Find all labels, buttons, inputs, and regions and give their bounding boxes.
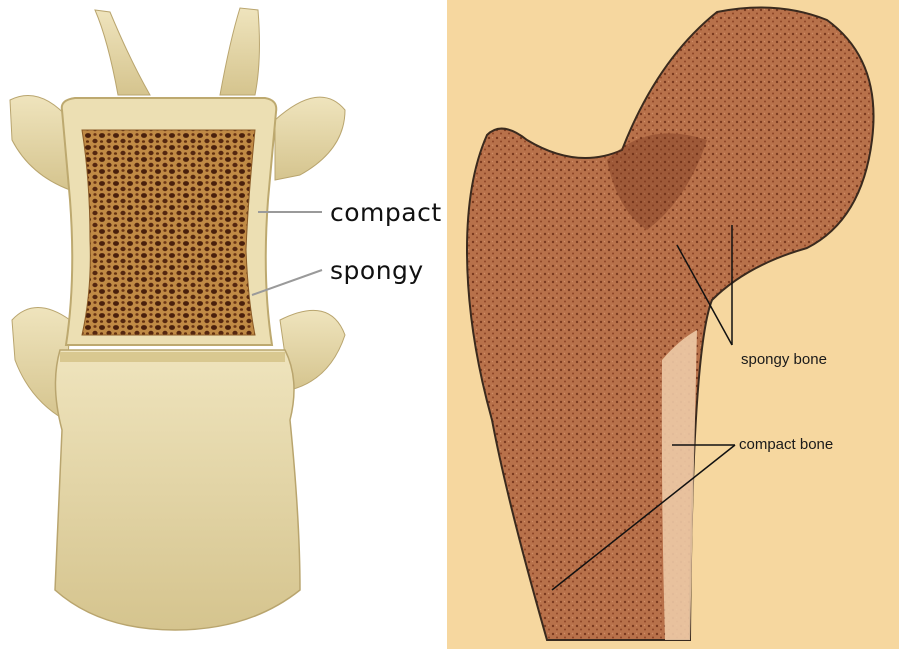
vertebra-drawing <box>0 0 445 649</box>
spongy-bone-label: spongy bone <box>741 352 827 367</box>
spongy-label: spongy <box>330 258 424 283</box>
superior-process-right <box>220 8 259 95</box>
compact-cortex <box>662 330 697 640</box>
vertebra-illustration: compact spongy <box>0 0 445 649</box>
compact-label: compact <box>330 200 442 225</box>
superior-process-left <box>95 10 150 95</box>
femur-illustration: spongy bone compact bone <box>447 0 899 649</box>
compact-bone-label: compact bone <box>739 437 833 452</box>
vertebral-body-lower <box>55 350 300 630</box>
transverse-process-right <box>275 97 345 180</box>
femur-drawing <box>447 0 899 649</box>
spongy-bone-region <box>82 130 255 335</box>
disc-edge <box>60 352 285 362</box>
